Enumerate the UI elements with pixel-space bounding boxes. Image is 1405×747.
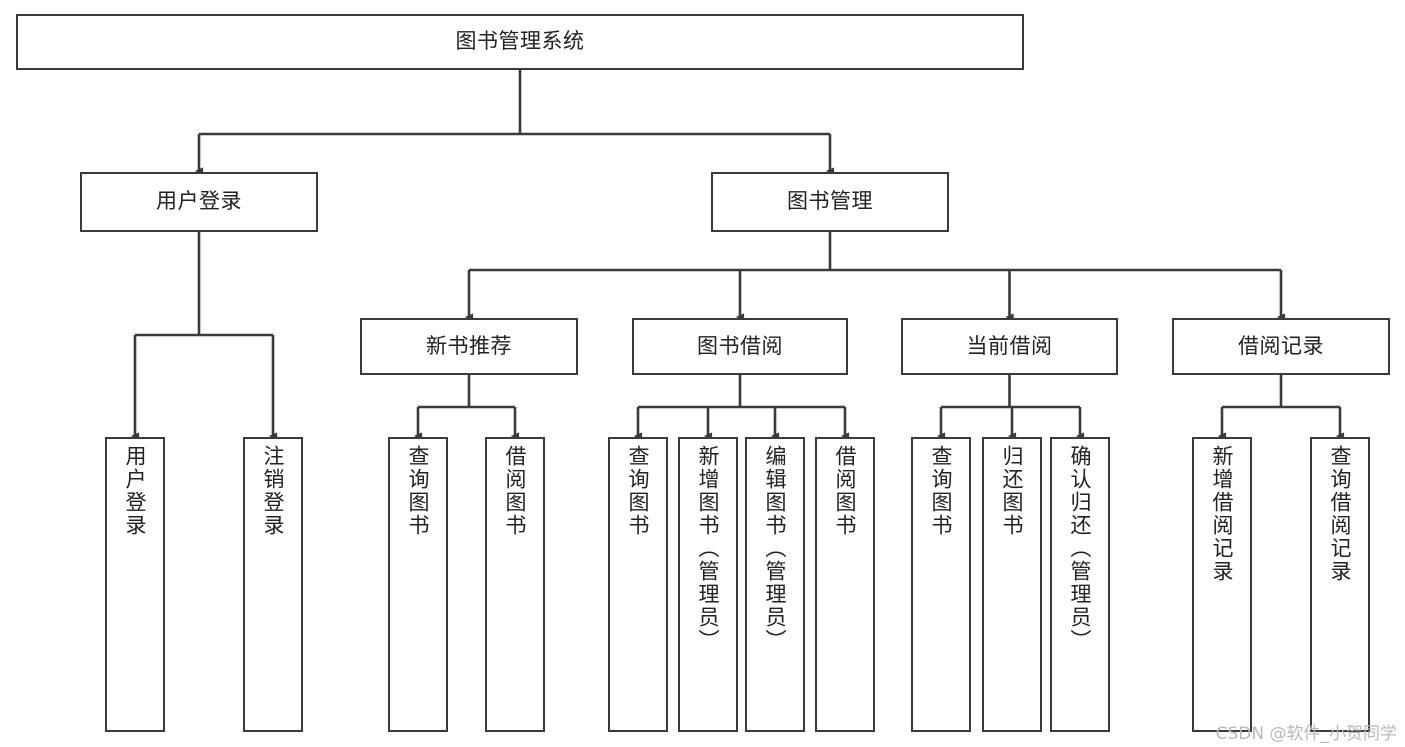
node-bookmgmt[interactable]: 图书管理 (711, 172, 949, 232)
node-leaf2[interactable]: 注销登录 (243, 437, 303, 732)
node-label: 借阅图书 (503, 445, 528, 537)
node-label: 编辑图书（管理员） (763, 445, 788, 652)
node-leaf3[interactable]: 查询图书 (388, 437, 448, 732)
node-leaf4[interactable]: 借阅图书 (485, 437, 545, 732)
node-leaf5[interactable]: 查询图书 (608, 437, 668, 732)
node-newbook[interactable]: 新书推荐 (360, 318, 578, 375)
node-label: 查询借阅记录 (1328, 445, 1353, 583)
node-label: 新书推荐 (426, 333, 512, 358)
node-label: 确认归还（管理员） (1068, 445, 1093, 652)
node-leaf8[interactable]: 借阅图书 (815, 437, 875, 732)
node-label: 图书管理系统 (455, 29, 585, 54)
node-label: 查询图书 (406, 445, 431, 537)
node-label: 查询图书 (929, 445, 954, 537)
node-label: 当前借阅 (966, 333, 1053, 358)
node-label: 图书借阅 (697, 333, 783, 358)
node-login[interactable]: 用户登录 (80, 172, 318, 232)
node-leaf12[interactable]: 新增借阅记录 (1192, 437, 1252, 732)
node-leaf13[interactable]: 查询借阅记录 (1310, 437, 1370, 732)
node-label: 查询图书 (626, 445, 651, 537)
node-root[interactable]: 图书管理系统 (16, 14, 1024, 70)
node-leaf9[interactable]: 查询图书 (911, 437, 971, 732)
node-label: 新增图书（管理员） (696, 445, 721, 652)
node-label: 借阅图书 (833, 445, 858, 537)
watermark-text: CSDN @软件_小贺同学 (1215, 724, 1397, 744)
node-leaf1[interactable]: 用户登录 (105, 437, 165, 732)
node-leaf6[interactable]: 新增图书（管理员） (678, 437, 738, 732)
node-label: 用户登录 (156, 189, 242, 214)
node-borrow[interactable]: 图书借阅 (632, 318, 848, 375)
node-label: 用户登录 (123, 445, 148, 537)
node-label: 新增借阅记录 (1210, 445, 1235, 583)
node-leaf7[interactable]: 编辑图书（管理员） (745, 437, 805, 732)
node-label: 借阅记录 (1238, 333, 1324, 358)
node-leaf11[interactable]: 确认归还（管理员） (1050, 437, 1110, 732)
node-leaf10[interactable]: 归还图书 (982, 437, 1042, 732)
node-current[interactable]: 当前借阅 (901, 318, 1118, 375)
node-label: 图书管理 (787, 189, 873, 214)
node-records[interactable]: 借阅记录 (1172, 318, 1390, 375)
node-label: 归还图书 (1000, 445, 1025, 537)
node-label: 注销登录 (261, 445, 286, 537)
